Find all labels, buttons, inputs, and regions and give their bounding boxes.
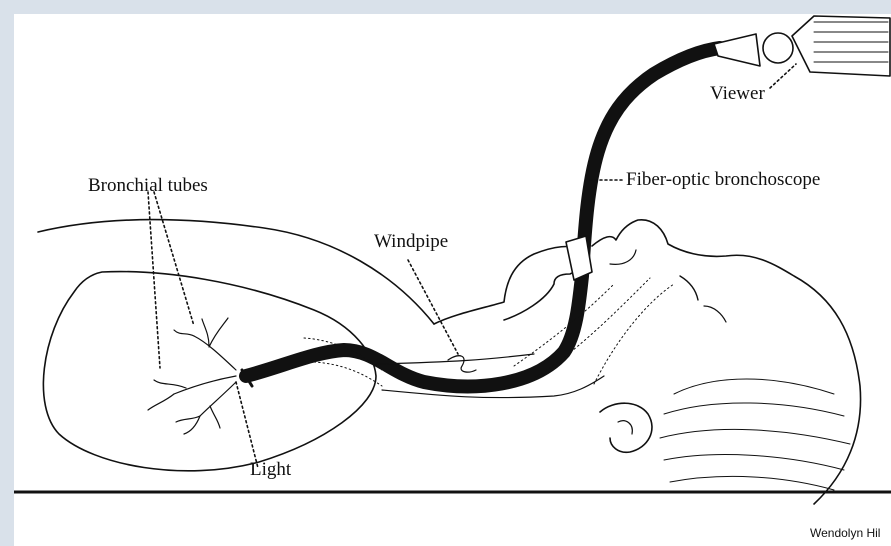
patient-face — [592, 220, 861, 504]
leader-bronchial-b — [154, 192, 194, 326]
label-viewer: Viewer — [710, 84, 765, 103]
leader-light — [236, 382, 258, 468]
bronchoscope-tube — [246, 48, 720, 386]
label-light: Light — [250, 460, 291, 479]
label-fiber-optic-bronchoscope: Fiber-optic bronchoscope — [626, 170, 820, 189]
windpipe-marker — [448, 356, 476, 372]
leader-lines — [148, 64, 796, 468]
bronchial-tree — [148, 318, 236, 434]
lung-outline — [43, 272, 376, 471]
leader-viewer — [770, 64, 796, 88]
leader-bronchial-a — [148, 192, 160, 368]
leader-windpipe — [408, 260, 458, 354]
artist-credit: Wendolyn Hil — [810, 526, 880, 540]
label-windpipe: Windpipe — [374, 232, 448, 251]
label-bronchial-tubes: Bronchial tubes — [88, 176, 208, 195]
viewer-eyepiece — [714, 16, 890, 76]
patient-hair — [660, 379, 850, 490]
patient-ear — [600, 403, 652, 452]
illustration-panel: Viewer Fiber-optic bronchoscope Bronchia… — [14, 14, 891, 546]
patient-hand — [434, 247, 582, 324]
